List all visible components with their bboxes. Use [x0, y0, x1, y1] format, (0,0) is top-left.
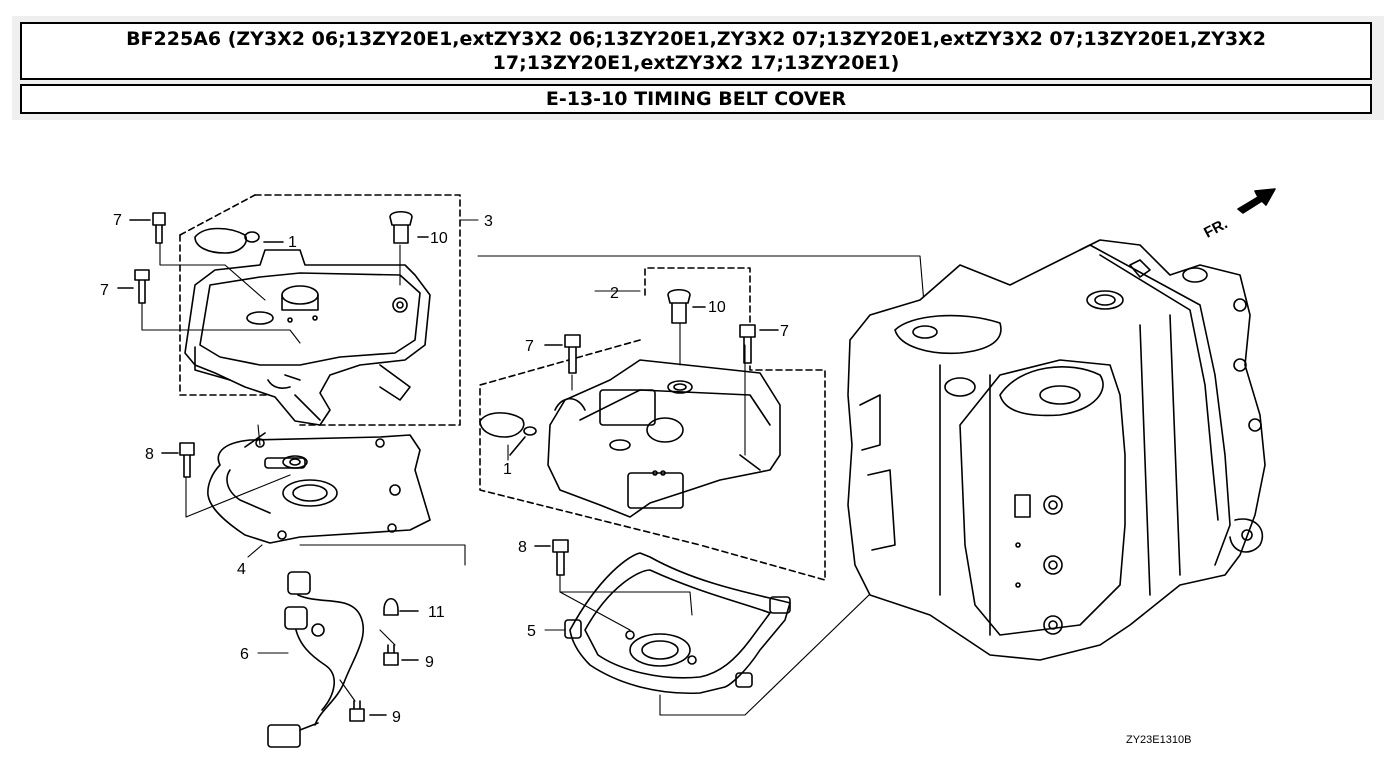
assembly-box-3 [179, 194, 461, 426]
label-part-7d: 7 [780, 323, 789, 340]
label-part-5: 5 [527, 623, 536, 640]
lower-cover-part-2 [547, 359, 781, 518]
assembly-box-2 [479, 267, 826, 581]
label-part-8a: 8 [145, 446, 154, 463]
label-part-10b: 10 [708, 299, 726, 316]
header-panel: BF225A6 (ZY3X2 06;13ZY20E1,extZY3X2 06;1… [12, 16, 1384, 120]
lid-part-1-middle [479, 412, 537, 456]
cover-plate-part-4 [207, 432, 431, 544]
section-title: E-13-10 TIMING BELT COVER [20, 84, 1372, 114]
label-part-9b: 9 [392, 709, 401, 726]
lid-part-1-top [194, 227, 284, 254]
sensor-harness-part-6 [267, 571, 365, 748]
label-part-1b: 1 [503, 461, 512, 478]
leader-lines [141, 219, 1051, 716]
lower-plate-part-5 [564, 552, 791, 695]
label-part-3: 3 [484, 213, 493, 230]
front-direction-label: FR. [1201, 215, 1230, 241]
label-part-10a: 10 [430, 230, 448, 247]
upper-cover-part-3 [184, 249, 431, 426]
label-part-2: 2 [610, 285, 619, 302]
engine-block [847, 239, 1266, 661]
bolts [117, 210, 779, 722]
parts-diagram: 7 7 1 10 3 2 10 7 7 8 1 4 8 11 5 6 9 9 F… [100, 188, 1276, 748]
label-part-7c: 7 [525, 338, 534, 355]
label-part-8b: 8 [518, 539, 527, 556]
model-title: BF225A6 (ZY3X2 06;13ZY20E1,extZY3X2 06;1… [20, 22, 1372, 80]
label-part-6: 6 [240, 646, 249, 663]
label-part-7a: 7 [113, 212, 122, 229]
label-part-11: 11 [428, 604, 445, 621]
label-part-9a: 9 [425, 654, 434, 671]
label-part-1a: 1 [288, 234, 297, 251]
drawing-code: ZY23E1310B [1126, 734, 1191, 746]
front-direction-arrow [1237, 188, 1276, 214]
label-part-4: 4 [237, 561, 246, 578]
clip-part-11 [383, 597, 419, 616]
label-part-7b: 7 [100, 282, 109, 299]
